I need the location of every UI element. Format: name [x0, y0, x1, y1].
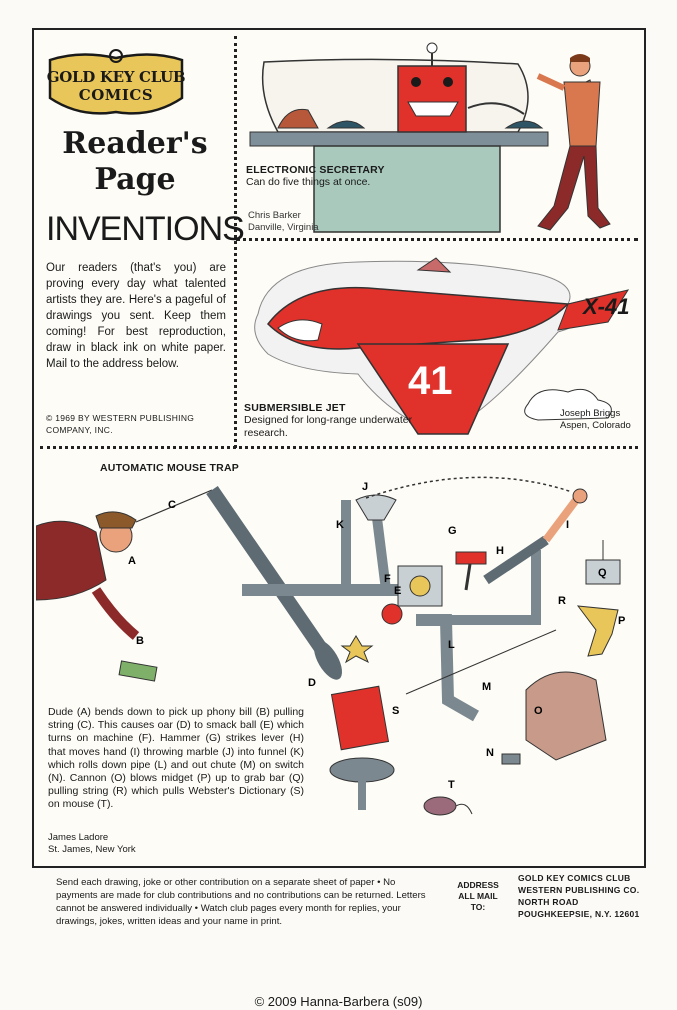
label-o: O — [534, 705, 543, 717]
page-title-line1: Reader's — [62, 126, 208, 161]
address-line: POUGHKEEPSIE, N.Y. 12601 — [518, 909, 640, 919]
page-title-line2: Page — [94, 162, 176, 197]
invention-3-credit-name: James Ladore — [48, 832, 109, 843]
bottom-copyright: © 2009 Hanna-Barbera (s09) — [254, 994, 423, 1009]
label-d: D — [308, 677, 316, 689]
copyright-notice: © 1969 BY WESTERN PUBLISHING COMPANY, IN… — [46, 413, 195, 435]
label-p: P — [618, 615, 625, 627]
gold-key-club-badge: GOLD KEY CLUB COMICS — [44, 46, 188, 124]
invention-1-title: ELECTRONIC SECRETARY — [246, 164, 385, 176]
invention-1-credit-name: Chris Barker — [248, 210, 301, 221]
invention-1-credit: Chris Barker Danville, Virginia — [248, 210, 368, 234]
address-line: GOLD KEY COMICS CLUB — [518, 873, 631, 883]
mouse-trap-illustration: A B C D E F G H I J K L M N O P Q R S T — [36, 476, 625, 816]
badge-line1: GOLD KEY CLUB — [46, 68, 186, 86]
jet-wing-mark: 41 — [408, 359, 453, 403]
invention-2-desc: Designed for long-range underwater resea… — [244, 414, 413, 439]
invention-3-title: AUTOMATIC MOUSE TRAP — [100, 462, 239, 474]
jet-side-mark: X-41 — [581, 294, 629, 319]
invention-3-desc: Dude (A) bends down to pick up phony bil… — [48, 706, 304, 811]
invention-3-credit: James Ladore St. James, New York — [48, 832, 208, 856]
address-line: NORTH ROAD — [518, 897, 579, 907]
label-n: N — [486, 747, 494, 759]
invention-1-caption: ELECTRONIC SECRETARY Can do five things … — [246, 164, 426, 189]
section-heading: INVENTIONS — [46, 210, 245, 248]
divider-vertical-top — [234, 36, 237, 448]
submission-rules: Send each drawing, joke or other contrib… — [56, 877, 426, 927]
intro-paragraph: Our readers (that's you) are proving eve… — [46, 262, 226, 370]
label-s: S — [392, 705, 399, 717]
label-j: J — [362, 481, 368, 493]
badge-line2: COMICS — [78, 86, 154, 104]
mailing-address: GOLD KEY COMICS CLUB WESTERN PUBLISHING … — [518, 872, 658, 920]
submersible-jet-illustration: X-41 41 — [254, 257, 629, 435]
label-c: C — [168, 499, 176, 511]
divider-horizontal-mid — [236, 238, 638, 241]
invention-2-credit-name: Joseph Briggs — [560, 408, 621, 419]
label-g: G — [448, 525, 457, 537]
label-i: I — [566, 519, 569, 531]
invention-2-credit: Joseph Briggs Aspen, Colorado — [560, 408, 640, 432]
label-r: R — [558, 595, 566, 607]
invention-2-credit-place: Aspen, Colorado — [560, 420, 631, 431]
label-e: E — [394, 585, 401, 597]
label-f: F — [384, 573, 391, 585]
invention-1-credit-place: Danville, Virginia — [248, 222, 319, 233]
invention-2-title: SUBMERSIBLE JET — [244, 402, 346, 414]
address-line: WESTERN PUBLISHING CO. — [518, 885, 640, 895]
invention-3-credit-place: St. James, New York — [48, 844, 136, 855]
label-q: Q — [598, 567, 607, 579]
label-m: M — [482, 681, 491, 693]
address-label: ADDRESS ALL MAIL TO: — [457, 880, 499, 912]
invention-1-desc: Can do five things at once. — [246, 176, 371, 188]
label-a: A — [128, 555, 136, 567]
divider-horizontal-bottom — [40, 446, 638, 449]
label-t: T — [448, 779, 455, 791]
label-l: L — [448, 639, 455, 651]
label-k: K — [336, 519, 344, 531]
invention-2-caption: SUBMERSIBLE JET Designed for long-range … — [244, 402, 434, 440]
electronic-secretary-illustration — [249, 42, 611, 233]
label-b: B — [136, 635, 144, 647]
label-h: H — [496, 545, 504, 557]
